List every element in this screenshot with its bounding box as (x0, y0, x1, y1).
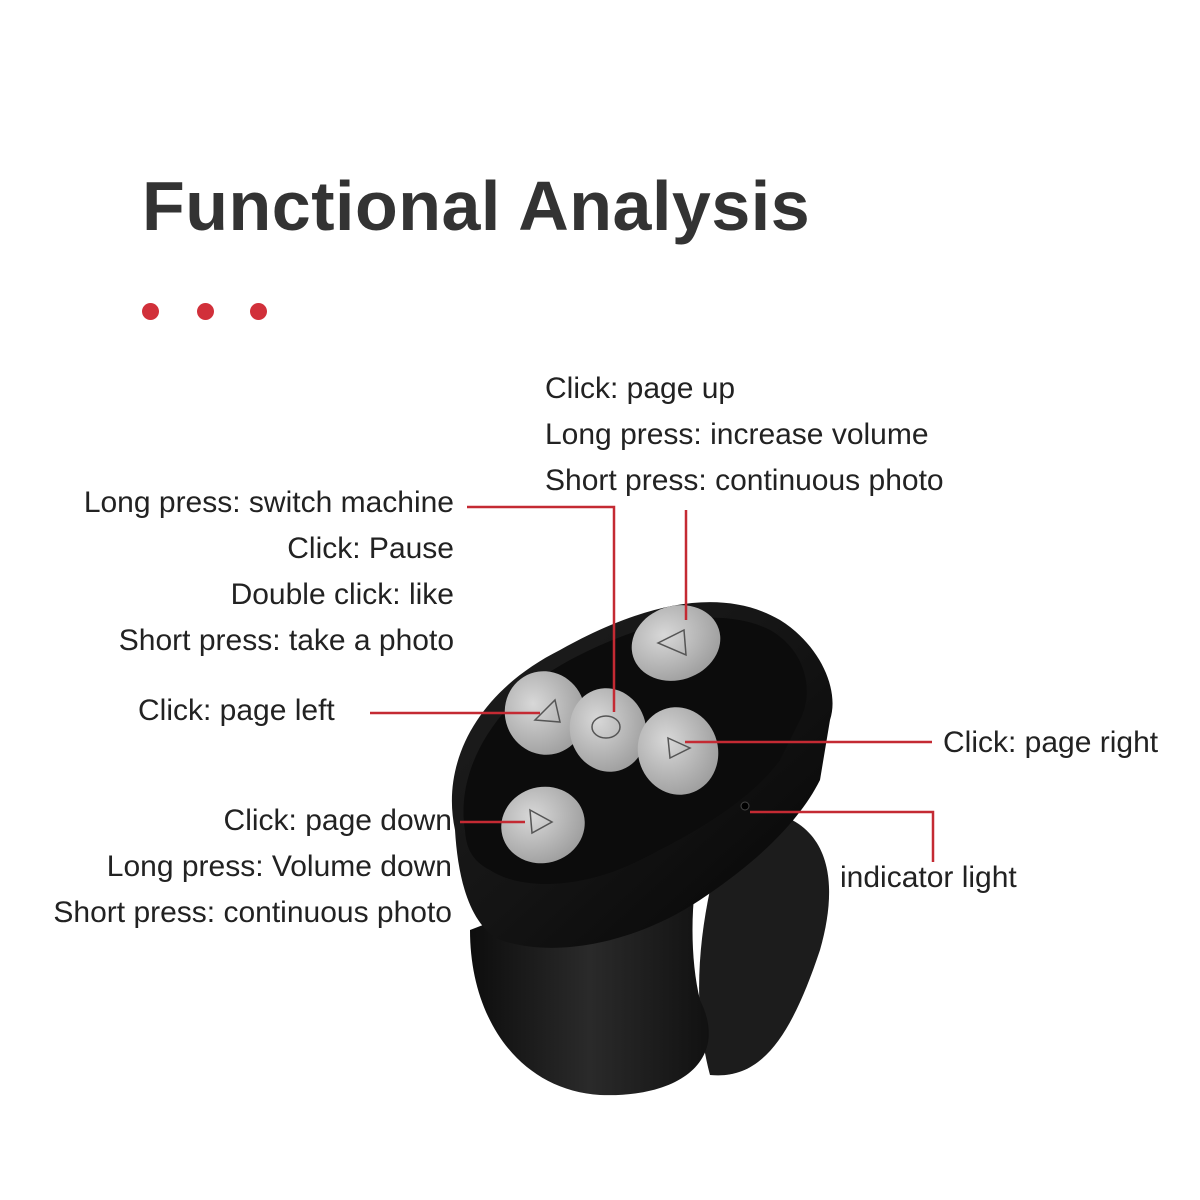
button-right[interactable] (628, 698, 728, 804)
callout-text: Short press: continuous photo (545, 464, 944, 497)
triangle-left-icon (656, 628, 687, 657)
callout-indicator: indicator light (840, 855, 1017, 901)
callout-center: Long press: switch machine Click: Pause … (84, 480, 454, 664)
triangle-up-icon (533, 698, 561, 723)
callout-line-center (467, 505, 616, 712)
callout-left: Click: page left (138, 688, 335, 734)
callout-text: Short press: take a photo (118, 624, 454, 657)
button-left[interactable] (493, 660, 597, 766)
callout-text: Click: Pause (287, 532, 454, 565)
indicator-light-icon (740, 801, 750, 811)
callout-right: Click: page right (943, 720, 1158, 766)
callout-line-indicator (750, 810, 935, 862)
page-title: Functional Analysis (142, 167, 811, 245)
decor-dot (250, 303, 267, 320)
callout-text: Click: page down (223, 804, 452, 837)
decor-dot (142, 303, 159, 320)
callout-text: Long press: Volume down (106, 850, 452, 883)
button-center[interactable] (560, 680, 655, 781)
decor-dot (197, 303, 214, 320)
triangle-right-icon (667, 736, 692, 760)
button-down[interactable] (493, 777, 594, 872)
callout-text: Short press: continuous photo (53, 896, 452, 929)
callout-bottom: Click: page down Long press: Volume down… (53, 798, 452, 936)
callout-text: Click: page up (545, 372, 736, 405)
callout-top: Click: page up Long press: increase volu… (545, 366, 944, 504)
callout-text: Long press: increase volume (545, 418, 929, 451)
callout-text: Double click: like (230, 578, 454, 611)
callout-lines (370, 505, 935, 862)
callout-text: indicator light (840, 861, 1017, 894)
callout-text: Click: page right (943, 726, 1159, 759)
button-up[interactable] (622, 594, 730, 692)
triangle-right-icon (529, 808, 554, 835)
callout-text: Click: page left (138, 694, 335, 727)
callout-text: Long press: switch machine (83, 486, 454, 519)
circle-icon (591, 715, 621, 739)
